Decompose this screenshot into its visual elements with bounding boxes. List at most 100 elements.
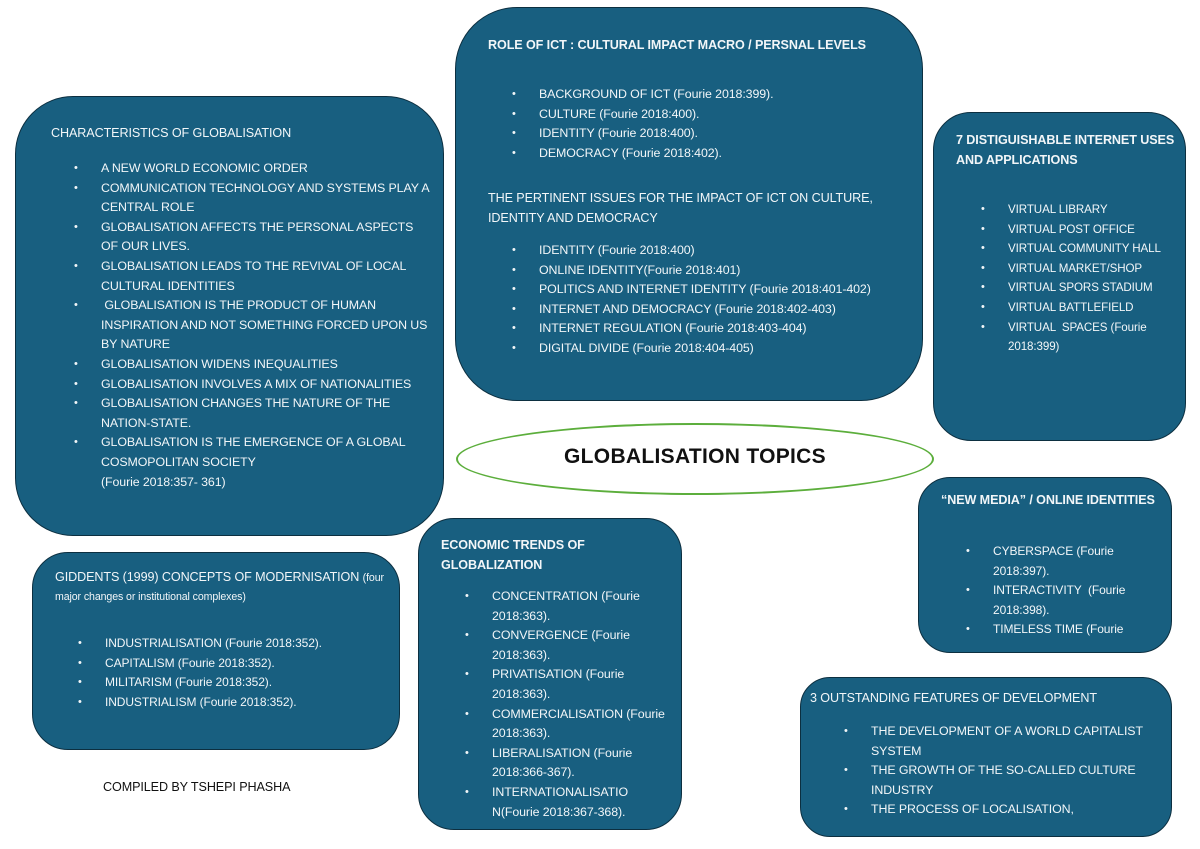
outstanding-features-list: •THE DEVELOPMENT OF A WORLD CAPITALIST S… — [844, 722, 1161, 820]
list-item: •CYBERSPACE (Fourie 2018:397). — [966, 544, 1114, 578]
list-item: •VIRTUAL BATTLEFIELD — [981, 298, 1178, 318]
bullet-icon: • — [512, 107, 516, 120]
giddens-list: •INDUSTRIALISATION (Fourie 2018:352). •C… — [78, 634, 395, 713]
list-item: •LIBERALISATION (Fourie 2018:366-367). — [465, 745, 633, 780]
bullet-icon: • — [74, 397, 78, 410]
bullet-icon: • — [465, 590, 469, 602]
citation: (Fourie 2018:357- 361) — [101, 474, 226, 489]
list-item: •GLOBALISATION CHANGES THE NATURE OF THE… — [74, 396, 391, 430]
list-item: • GLOBALISATION IS THE PRODUCT OF HUMAN … — [74, 298, 431, 352]
list-item: •GLOBALISATION IS THE EMERGENCE OF A GLO… — [74, 435, 406, 489]
bullet-icon: • — [465, 746, 469, 759]
list-item: •IDENTITY (Fourie 2018:400). — [512, 124, 909, 144]
bullet-icon: • — [981, 222, 985, 235]
list-item: •DIGITAL DIVIDE (Fourie 2018:404-405) — [512, 339, 914, 359]
list-item: •BACKGROUND OF ICT (Fourie 2018:399). — [512, 85, 909, 105]
list-item: •MILITARISM (Fourie 2018:352). — [78, 673, 395, 693]
bullet-icon: • — [74, 377, 78, 390]
bullet-icon: • — [512, 283, 516, 296]
list-item: •THE DEVELOPMENT OF A WORLD CAPITALIST S… — [844, 724, 1143, 758]
bullet-icon: • — [512, 341, 516, 354]
bullet-icon: • — [74, 299, 78, 312]
list-item: •CAPITALISM (Fourie 2018:352). — [78, 654, 395, 674]
bullet-icon: • — [512, 322, 516, 335]
giddens-title: GIDDENTS (1999) CONCEPTS OF MODERNISATIO… — [55, 570, 384, 603]
bullet-icon: • — [981, 300, 985, 313]
economic-trends-title: ECONOMIC TRENDS OF GLOBALIZATION — [441, 538, 585, 572]
bullet-icon: • — [981, 242, 985, 255]
bullet-icon: • — [512, 302, 516, 315]
bullet-icon: • — [981, 281, 985, 294]
giddens-title-note: (four major changes or institutional com… — [55, 572, 384, 603]
bullet-icon: • — [512, 127, 516, 140]
bullet-icon: • — [78, 695, 82, 708]
bullet-icon: • — [465, 785, 469, 798]
list-item: •INDUSTRIALISATION (Fourie 2018:352). — [78, 634, 395, 654]
list-item: •THE GROWTH OF THE SO-CALLED CULTURE IND… — [844, 763, 1136, 797]
list-item: •TIMELESS TIME (Fourie — [966, 620, 1163, 640]
list-item: •GLOBALISATION WIDENS INEQUALITIES — [74, 355, 431, 375]
list-item: •INTERNET AND DEMOCRACY (Fourie 2018:402… — [512, 300, 914, 320]
bullet-icon: • — [512, 88, 516, 100]
list-item: •GLOBALISATION INVOLVES A MIX OF NATIONA… — [74, 375, 431, 395]
list-item: •VIRTUAL SPACES (Fourie 2018:399) — [981, 318, 1178, 357]
list-item: •DEMOCRACY (Fourie 2018:402). — [512, 144, 909, 164]
economic-trends-list: •CONCENTRATION (Fourie 2018:363). •CONVE… — [465, 587, 672, 822]
bullet-icon: • — [981, 261, 985, 274]
bullet-icon: • — [512, 146, 516, 159]
list-item: •A NEW WORLD ECONOMIC ORDER — [74, 159, 431, 179]
list-item: •INTERNET REGULATION (Fourie 2018:403-40… — [512, 319, 914, 339]
internet-uses-list: •VIRTUAL LIBRARY •VIRTUAL POST OFFICE •V… — [981, 200, 1178, 357]
compiled-by-credit: COMPILED BY TSHEPI PHASHA — [103, 780, 291, 794]
list-item: •GLOBALISATION AFFECTS THE PERSONAL ASPE… — [74, 219, 414, 254]
bullet-icon: • — [465, 707, 469, 720]
list-item: •VIRTUAL MARKET/SHOP — [981, 259, 1178, 279]
outstanding-features-box: 3 OUTSTANDING FEATURES OF DEVELOPMENT •T… — [800, 677, 1172, 837]
bullet-icon: • — [74, 162, 78, 174]
list-item: •COMMUNICATION TECHNOLOGY AND SYSTEMS PL… — [74, 180, 429, 215]
bullet-icon: • — [74, 436, 78, 449]
bullet-icon: • — [512, 263, 516, 276]
economic-trends-box: ECONOMIC TRENDS OF GLOBALIZATION •CONCEN… — [418, 518, 682, 830]
list-item: •POLITICS AND INTERNET IDENTITY (Fourie … — [512, 280, 914, 300]
bullet-icon: • — [512, 244, 516, 256]
ict-list: •BACKGROUND OF ICT (Fourie 2018:399). •C… — [512, 85, 909, 164]
list-item: •ONLINE IDENTITY(Fourie 2018:401) — [512, 261, 914, 281]
list-item: •PRIVATISATION (Fourie 2018:363). — [465, 667, 625, 701]
characteristics-list: •A NEW WORLD ECONOMIC ORDER •COMMUNICATI… — [74, 159, 431, 492]
bullet-icon: • — [78, 637, 82, 649]
list-item: •INTERACTIVITY (Fourie 2018:398). — [966, 583, 1129, 617]
bullet-icon: • — [74, 220, 78, 233]
bullet-icon: • — [74, 181, 78, 194]
ict-title: ROLE OF ICT : CULTURAL IMPACT MACRO / PE… — [488, 38, 866, 52]
characteristics-box: CHARACTERISTICS OF GLOBALISATION •A NEW … — [15, 96, 444, 536]
central-topic-title: GLOBALISATION TOPICS — [564, 445, 826, 468]
list-item: •VIRTUAL COMMUNITY HALL — [981, 239, 1178, 259]
bullet-icon: • — [966, 545, 970, 557]
bullet-icon: • — [844, 803, 848, 816]
list-item: •THE PROCESS OF LOCALISATION, — [844, 800, 1161, 820]
list-item: •INTERNATIONALISATIO N(Fourie 2018:367-3… — [465, 784, 629, 819]
characteristics-title: CHARACTERISTICS OF GLOBALISATION — [51, 126, 292, 140]
bullet-icon: • — [844, 725, 848, 737]
internet-uses-title: 7 DISTIGUISHABLE INTERNET USES AND APPLI… — [956, 133, 1175, 167]
outstanding-features-title: 3 OUTSTANDING FEATURES OF DEVELOPMENT — [810, 691, 1097, 705]
bullet-icon: • — [966, 623, 970, 636]
list-item: •COMMERCIALISATION (Fourie 2018:363). — [465, 706, 665, 741]
bullet-icon: • — [465, 668, 469, 681]
bullet-icon: • — [844, 764, 848, 777]
new-media-box: “NEW MEDIA” / ONLINE IDENTITIES •CYBERSP… — [918, 477, 1172, 653]
bullet-icon: • — [78, 676, 82, 689]
list-item: •INDUSTRIALISM (Fourie 2018:352). — [78, 693, 395, 713]
list-item: •VIRTUAL LIBRARY — [981, 200, 1178, 220]
internet-uses-box: 7 DISTIGUISHABLE INTERNET USES AND APPLI… — [933, 112, 1186, 441]
list-item: •CULTURE (Fourie 2018:400). — [512, 105, 909, 125]
list-item: •CONCENTRATION (Fourie 2018:363). — [465, 589, 640, 623]
bullet-icon: • — [981, 203, 985, 215]
list-item: •CONVERGENCE (Fourie 2018:363). — [465, 628, 630, 662]
bullet-icon: • — [74, 357, 78, 370]
new-media-list: •CYBERSPACE (Fourie 2018:397). •INTERACT… — [966, 542, 1163, 640]
list-item: •VIRTUAL SPORS STADIUM — [981, 278, 1178, 298]
bullet-icon: • — [74, 259, 78, 272]
ict-box: ROLE OF ICT : CULTURAL IMPACT MACRO / PE… — [455, 7, 923, 401]
